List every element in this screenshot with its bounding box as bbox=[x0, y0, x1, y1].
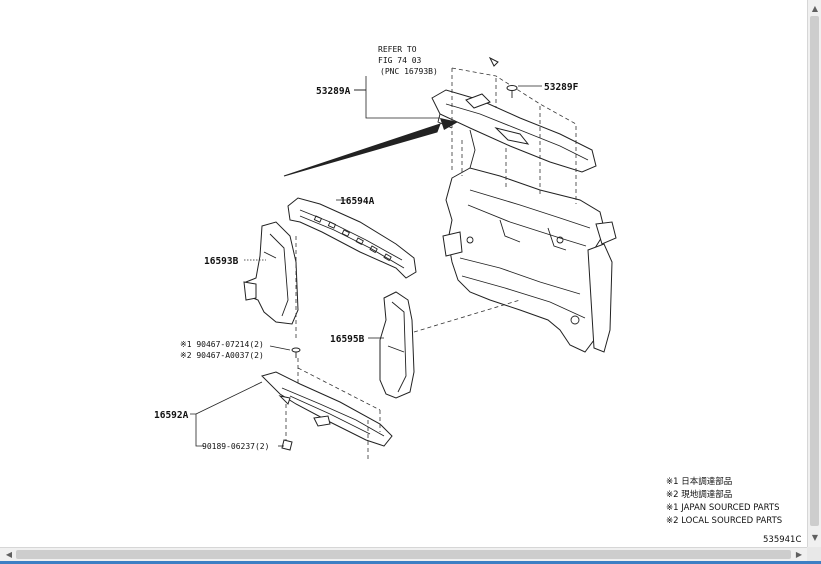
bottom-border bbox=[0, 561, 821, 564]
legend-line-3: ※1 JAPAN SOURCED PARTS bbox=[666, 503, 779, 513]
refer-note-line1: REFER TO bbox=[378, 45, 417, 54]
vertical-scroll-thumb[interactable] bbox=[810, 16, 819, 526]
vertical-scrollbar[interactable]: ▲ ▼ bbox=[807, 0, 821, 547]
bolt-90189 bbox=[281, 439, 293, 451]
label-53289A[interactable]: 53289A bbox=[316, 86, 351, 97]
label-53289F[interactable]: 53289F bbox=[544, 82, 579, 93]
refer-note-line3: (PNC 16793B) bbox=[380, 67, 438, 76]
label-clip-2[interactable]: ※2 90467-A0037(2) bbox=[180, 351, 264, 360]
refer-note-line2: FIG 74 03 bbox=[378, 56, 422, 65]
side-seal-16595B bbox=[379, 291, 415, 399]
scroll-up-icon[interactable]: ▲ bbox=[811, 4, 819, 13]
clip-53289F bbox=[506, 85, 518, 98]
scroll-left-icon[interactable]: ◀ bbox=[5, 550, 13, 559]
diagram-viewport: REFER TO FIG 74 03 (PNC 16793B) 53289A 5… bbox=[154, 45, 802, 545]
legend-line-2: ※2 現地調達部品 bbox=[666, 489, 732, 500]
air-guide-16592A bbox=[261, 371, 393, 447]
scroll-right-icon[interactable]: ▶ bbox=[795, 550, 803, 559]
legend-line-4: ※2 LOCAL SOURCED PARTS bbox=[666, 516, 782, 526]
refer-arrow bbox=[283, 76, 458, 177]
scroll-down-icon[interactable]: ▼ bbox=[811, 533, 819, 542]
side-seal-16593B bbox=[243, 221, 299, 325]
label-16592A[interactable]: 16592A bbox=[154, 410, 189, 421]
air-guide-16594A bbox=[287, 197, 417, 279]
horizontal-scroll-thumb[interactable] bbox=[16, 550, 791, 559]
horizontal-scrollbar[interactable]: ◀ ▶ bbox=[0, 547, 807, 562]
label-16595B[interactable]: 16595B bbox=[330, 334, 365, 345]
label-clip-1[interactable]: ※1 90467-07214(2) bbox=[180, 340, 264, 349]
figure-id: 535941C bbox=[763, 535, 801, 545]
scrollbar-corner bbox=[807, 547, 821, 564]
upper-seal-53289A bbox=[431, 89, 597, 173]
legend-line-1: ※1 日本調達部品 bbox=[666, 476, 732, 487]
label-16593B[interactable]: 16593B bbox=[204, 256, 239, 267]
clip-90467 bbox=[291, 347, 301, 358]
label-bolt[interactable]: 90189-06237(2) bbox=[202, 442, 269, 451]
parts-diagram: REFER TO FIG 74 03 (PNC 16793B) 53289A 5… bbox=[154, 45, 801, 545]
label-16594A[interactable]: 16594A bbox=[340, 196, 375, 207]
radiator-support-frame bbox=[442, 129, 617, 353]
